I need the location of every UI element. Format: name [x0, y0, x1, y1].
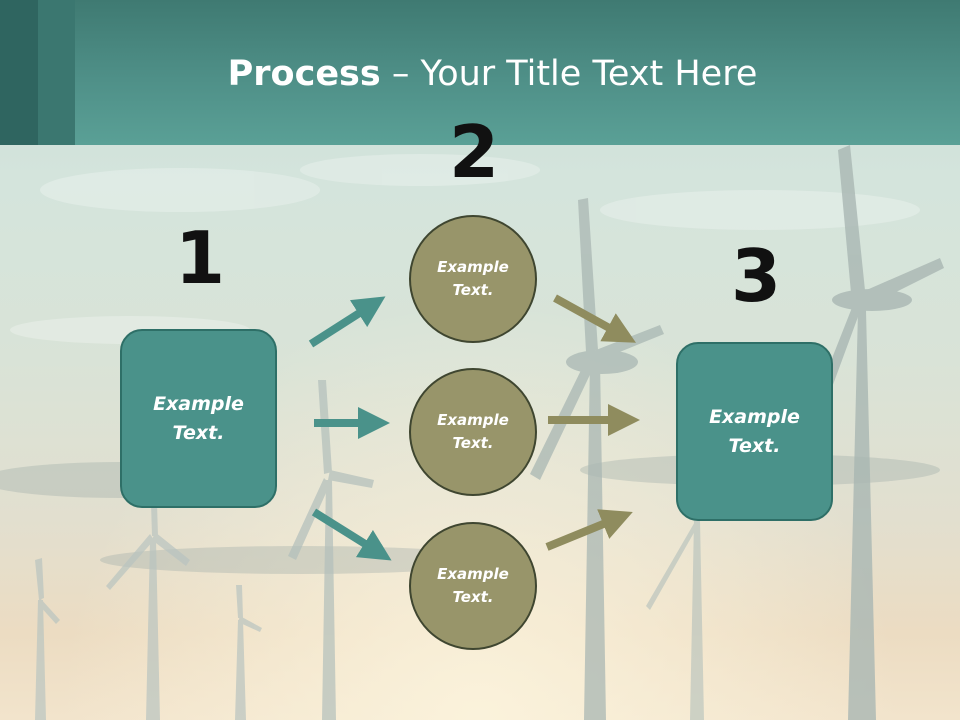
step-number-1[interactable]: 1 — [175, 216, 226, 300]
banner-accent-mid — [38, 0, 75, 145]
olive-arrow-up — [545, 509, 633, 551]
step-2-circle-middle[interactable]: Example Text. — [409, 368, 537, 496]
circle-top-text: Example Text. — [437, 258, 509, 299]
banner-accent-dark — [0, 0, 38, 145]
slide-title[interactable]: Process – Your Title Text Here — [0, 52, 960, 96]
olive-arrow-down — [553, 294, 637, 343]
teal-arrow-down — [311, 508, 392, 561]
teal-arrow-up — [308, 296, 386, 348]
title-banner: Process – Your Title Text Here — [0, 0, 960, 145]
step-1-box-text: Example Text. — [153, 392, 244, 444]
step-2-circle-bottom[interactable]: Example Text. — [409, 522, 537, 650]
step-1-box[interactable]: Example Text. — [120, 329, 277, 508]
circle-bottom-text: Example Text. — [437, 565, 509, 606]
step-number-3[interactable]: 3 — [731, 234, 782, 318]
title-rest-part: – Your Title Text Here — [380, 54, 758, 94]
title-bold-part: Process — [227, 54, 381, 94]
step-number-2[interactable]: 2 — [449, 110, 500, 194]
step-3-box[interactable]: Example Text. — [676, 342, 833, 521]
circle-middle-text: Example Text. — [437, 411, 509, 452]
step-3-box-text: Example Text. — [709, 405, 800, 457]
step-2-circle-top[interactable]: Example Text. — [409, 215, 537, 343]
